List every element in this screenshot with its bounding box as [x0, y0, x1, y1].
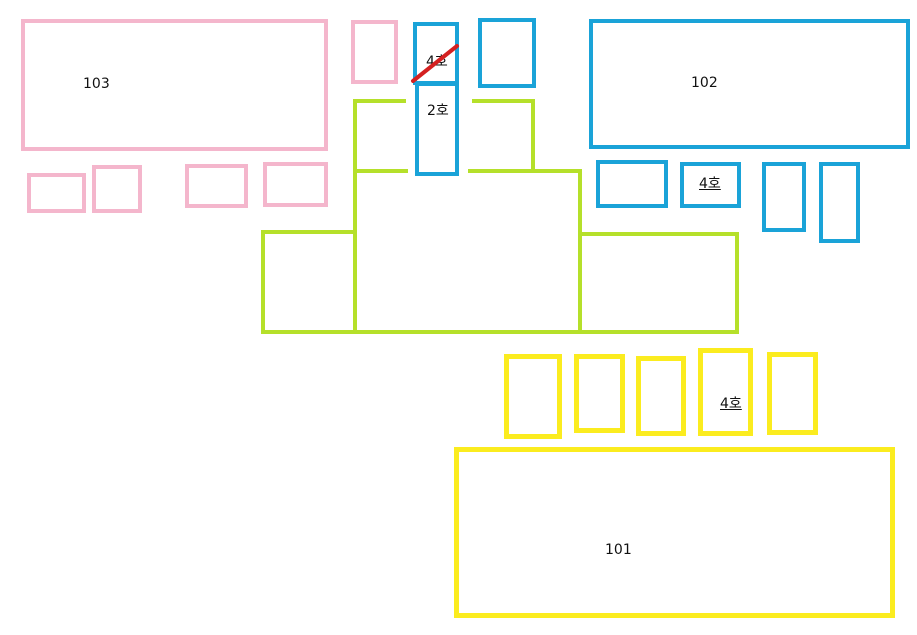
yellow-unit-2 — [574, 354, 625, 433]
building-102 — [589, 19, 910, 149]
pink-unit-2 — [92, 165, 142, 213]
pink-unit-4 — [263, 162, 328, 207]
unit-4ho-blue — [680, 162, 741, 208]
red-strike-line — [411, 44, 459, 83]
blue-unit-2 — [762, 162, 806, 232]
unit-2ho-label: 2호 — [427, 103, 449, 119]
green-left-annex — [261, 230, 357, 334]
blue-unit-1 — [596, 160, 668, 208]
green-left-wing — [353, 99, 406, 173]
unit-4ho-yellow — [698, 348, 753, 436]
building-101-label: 101 — [605, 542, 632, 558]
unit-4ho-yellow-label: 4호 — [720, 396, 742, 412]
green-right-wing — [472, 99, 535, 173]
pink-unit-1 — [27, 173, 86, 213]
building-102-label: 102 — [691, 75, 718, 91]
building-103 — [21, 19, 328, 151]
yellow-unit-3 — [636, 356, 686, 436]
unit-4ho-blue-label: 4호 — [699, 176, 721, 192]
yellow-unit-4 — [767, 352, 818, 435]
blue-unit-3 — [819, 162, 860, 243]
building-103-label: 103 — [83, 76, 110, 92]
building-101 — [454, 447, 895, 618]
pink-unit-top — [351, 20, 398, 84]
pink-unit-3 — [185, 164, 248, 208]
blue-unit-top — [478, 18, 536, 88]
green-right-annex — [578, 232, 739, 334]
yellow-unit-1 — [504, 354, 562, 439]
unit-2ho — [415, 82, 459, 176]
